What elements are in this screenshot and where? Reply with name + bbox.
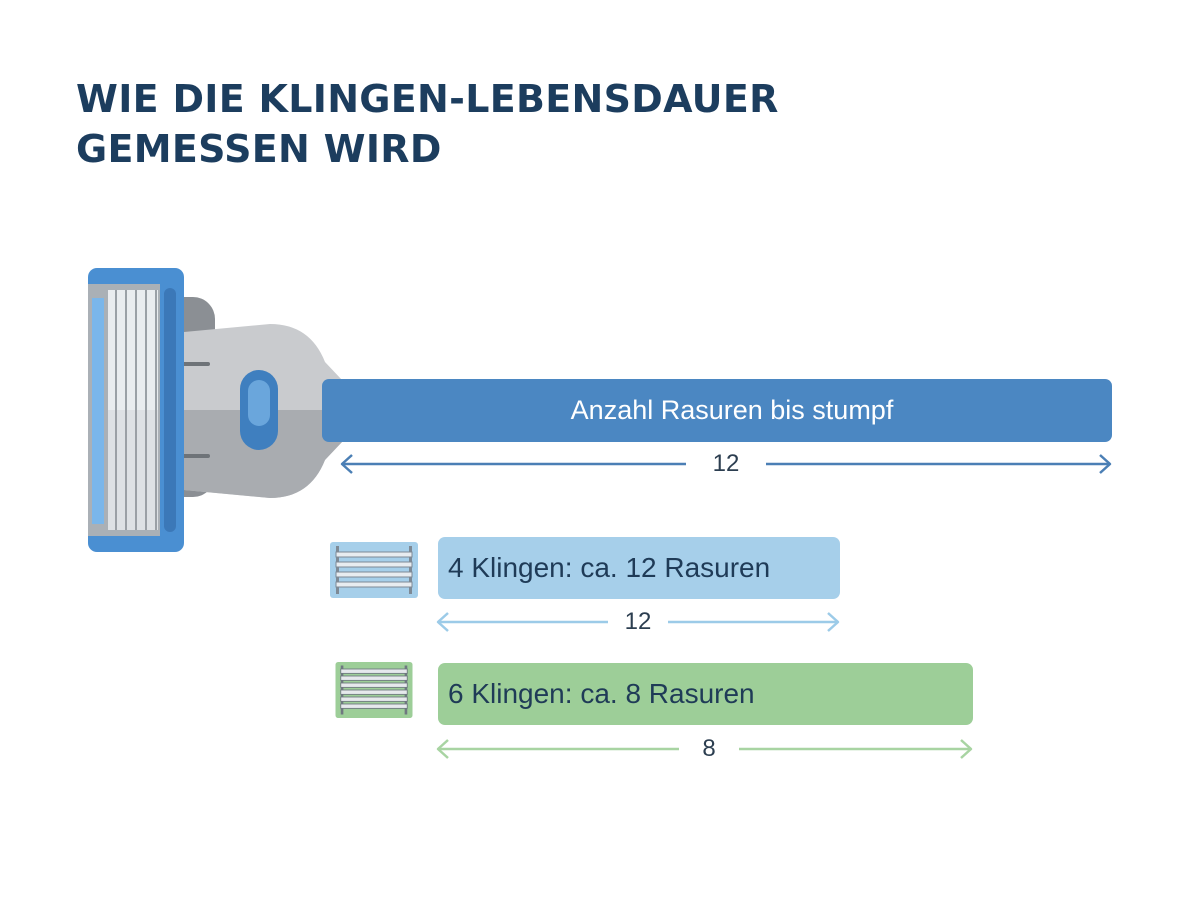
six-blades-dimension-value: 8 [702, 735, 716, 762]
title-line-1: WIE DIE KLINGEN-LEBENSDAUER [76, 77, 779, 121]
main-dimension-value: 12 [712, 450, 740, 477]
six-blade-cartridge-icon [335, 662, 413, 718]
title-line-2: GEMESSEN WIRD [76, 127, 442, 171]
four-blades-label: 4 Klingen: ca. 12 Rasuren [448, 552, 771, 583]
four-blades-dimension-value: 12 [624, 608, 652, 635]
main-dimension-arrow [340, 454, 1112, 474]
shaves-until-dull-bar: Anzahl Rasuren bis stumpf [322, 379, 1112, 442]
page-title: WIE DIE KLINGEN-LEBENSDAUER GEMESSEN WIR… [76, 74, 779, 174]
six-blades-label: 6 Klingen: ca. 8 Rasuren [448, 678, 755, 709]
four-blades-bar: 4 Klingen: ca. 12 Rasuren [438, 537, 840, 599]
shaves-until-dull-label: Anzahl Rasuren bis stumpf [570, 395, 894, 425]
six-blades-bar: 6 Klingen: ca. 8 Rasuren [438, 663, 973, 725]
six-blades-dimension-arrow [436, 739, 973, 759]
razor-icon [88, 268, 342, 552]
four-blades-dimension-arrow [436, 612, 840, 632]
four-blade-cartridge-icon [330, 542, 418, 598]
